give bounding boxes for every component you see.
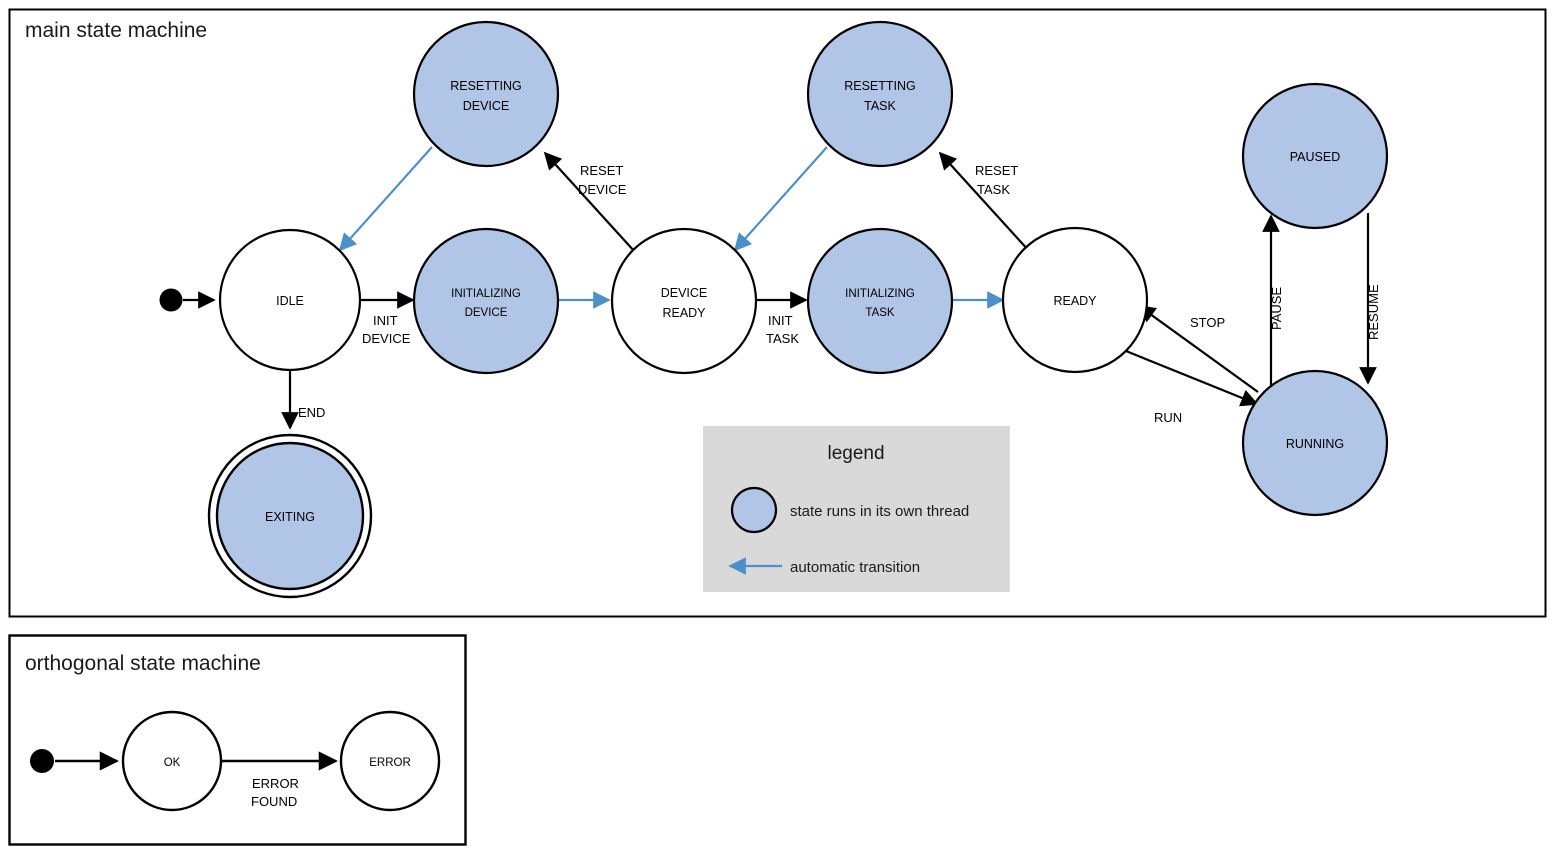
state-error-circle[interactable] (339, 710, 441, 812)
transition-device-ready-resetting-device (543, 151, 636, 253)
transition-paused-running-label: RESUME (1366, 284, 1381, 340)
state-exiting-circle[interactable] (215, 441, 365, 591)
transition-device-ready-resetting-device-label-2: DEVICE (578, 182, 627, 197)
state-exiting-label: EXITING (265, 510, 315, 524)
state-paused-label: PAUSED (1290, 150, 1340, 164)
state-idle-label: IDLE (276, 294, 304, 308)
transition-idle-initializing-device-label-2: DEVICE (362, 331, 411, 346)
state-paused-circle[interactable] (1241, 82, 1389, 230)
state-initializing-task-label-1: INITIALIZING (845, 288, 915, 300)
transition-resetting-device-idle (338, 146, 433, 252)
transition-ready-resetting-task-label-2: TASK (977, 182, 1010, 197)
transition-idle-exiting-label: END (298, 405, 325, 420)
state-device-ready-label-1: DEVICE (661, 286, 708, 300)
state-ready-label: READY (1053, 294, 1097, 308)
state-exiting[interactable]: EXITING (207, 433, 373, 599)
legend-threaded-state-text: state runs in its own thread (790, 503, 969, 520)
transition-device-ready-resetting-device-label-1: RESET (580, 163, 623, 178)
state-initializing-device[interactable]: INITIALIZING DEVICE (412, 227, 560, 375)
state-paused[interactable]: PAUSED (1241, 82, 1389, 230)
legend-title: legend (827, 443, 884, 464)
state-device-ready-circle[interactable] (610, 227, 758, 375)
transition-ready-running (1125, 349, 1259, 407)
state-initializing-device-label-2: DEVICE (465, 307, 508, 319)
state-resetting-device[interactable]: RESETTING DEVICE (412, 20, 560, 168)
orthogonal-transition-ok-error-label-1: ERROR (252, 776, 299, 791)
transition-ready-resetting-task (938, 151, 1031, 253)
state-ok[interactable]: OK (121, 710, 223, 812)
transition-running-ready-label: STOP (1190, 315, 1225, 330)
state-running-circle[interactable] (1241, 369, 1389, 517)
transition-ready-running-label: RUN (1154, 410, 1182, 425)
legend-threaded-state-icon (730, 486, 778, 534)
state-running[interactable]: RUNNING (1241, 369, 1389, 517)
state-initializing-task-label-2: TASK (865, 307, 895, 319)
state-resetting-device-label-1: RESETTING (450, 79, 522, 93)
state-resetting-task-circle[interactable] (806, 20, 954, 168)
state-idle[interactable]: IDLE (218, 228, 362, 372)
transition-ready-resetting-task-label-1: RESET (975, 163, 1018, 178)
state-ready-circle[interactable] (1001, 226, 1149, 374)
transition-device-ready-initializing-task-label-2: TASK (766, 331, 799, 346)
state-error-label: ERROR (369, 757, 411, 769)
transition-idle-initializing-device-label-1: INIT (373, 313, 398, 328)
state-initializing-device-label-1: INITIALIZING (451, 288, 521, 300)
state-initializing-device-circle[interactable] (412, 227, 560, 375)
state-resetting-task-label-2: TASK (864, 99, 896, 113)
transition-resetting-task-device-ready (733, 146, 828, 252)
main-frame-title: main state machine (25, 19, 207, 42)
state-resetting-task-label-1: RESETTING (844, 79, 916, 93)
initial-state-dot (159, 288, 183, 312)
state-device-ready[interactable]: DEVICE READY (610, 227, 758, 375)
state-ok-label: OK (164, 757, 181, 769)
state-resetting-task[interactable]: RESETTING TASK (806, 20, 954, 168)
transition-running-ready (1137, 304, 1259, 393)
legend-automatic-transition-text: automatic transition (790, 559, 920, 576)
orthogonal-frame-title: orthogonal state machine (25, 652, 261, 675)
transition-device-ready-initializing-task-label-1: INIT (768, 313, 793, 328)
state-ok-circle[interactable] (121, 710, 223, 812)
state-ready[interactable]: READY (1001, 226, 1149, 374)
state-device-ready-label-2: READY (662, 306, 706, 320)
state-resetting-device-label-2: DEVICE (463, 99, 510, 113)
state-resetting-device-circle[interactable] (412, 20, 560, 168)
state-initializing-task[interactable]: INITIALIZING TASK (806, 227, 954, 375)
legend: legend state runs in its own thread auto… (703, 426, 1010, 592)
state-error[interactable]: ERROR (339, 710, 441, 812)
orthogonal-transition-ok-error-label-2: FOUND (251, 794, 297, 809)
state-initializing-task-circle[interactable] (806, 227, 954, 375)
transition-running-paused-label: PAUSE (1269, 287, 1284, 330)
state-idle-circle[interactable] (218, 228, 362, 372)
orthogonal-initial-state-dot (30, 749, 54, 773)
state-running-label: RUNNING (1286, 437, 1344, 451)
